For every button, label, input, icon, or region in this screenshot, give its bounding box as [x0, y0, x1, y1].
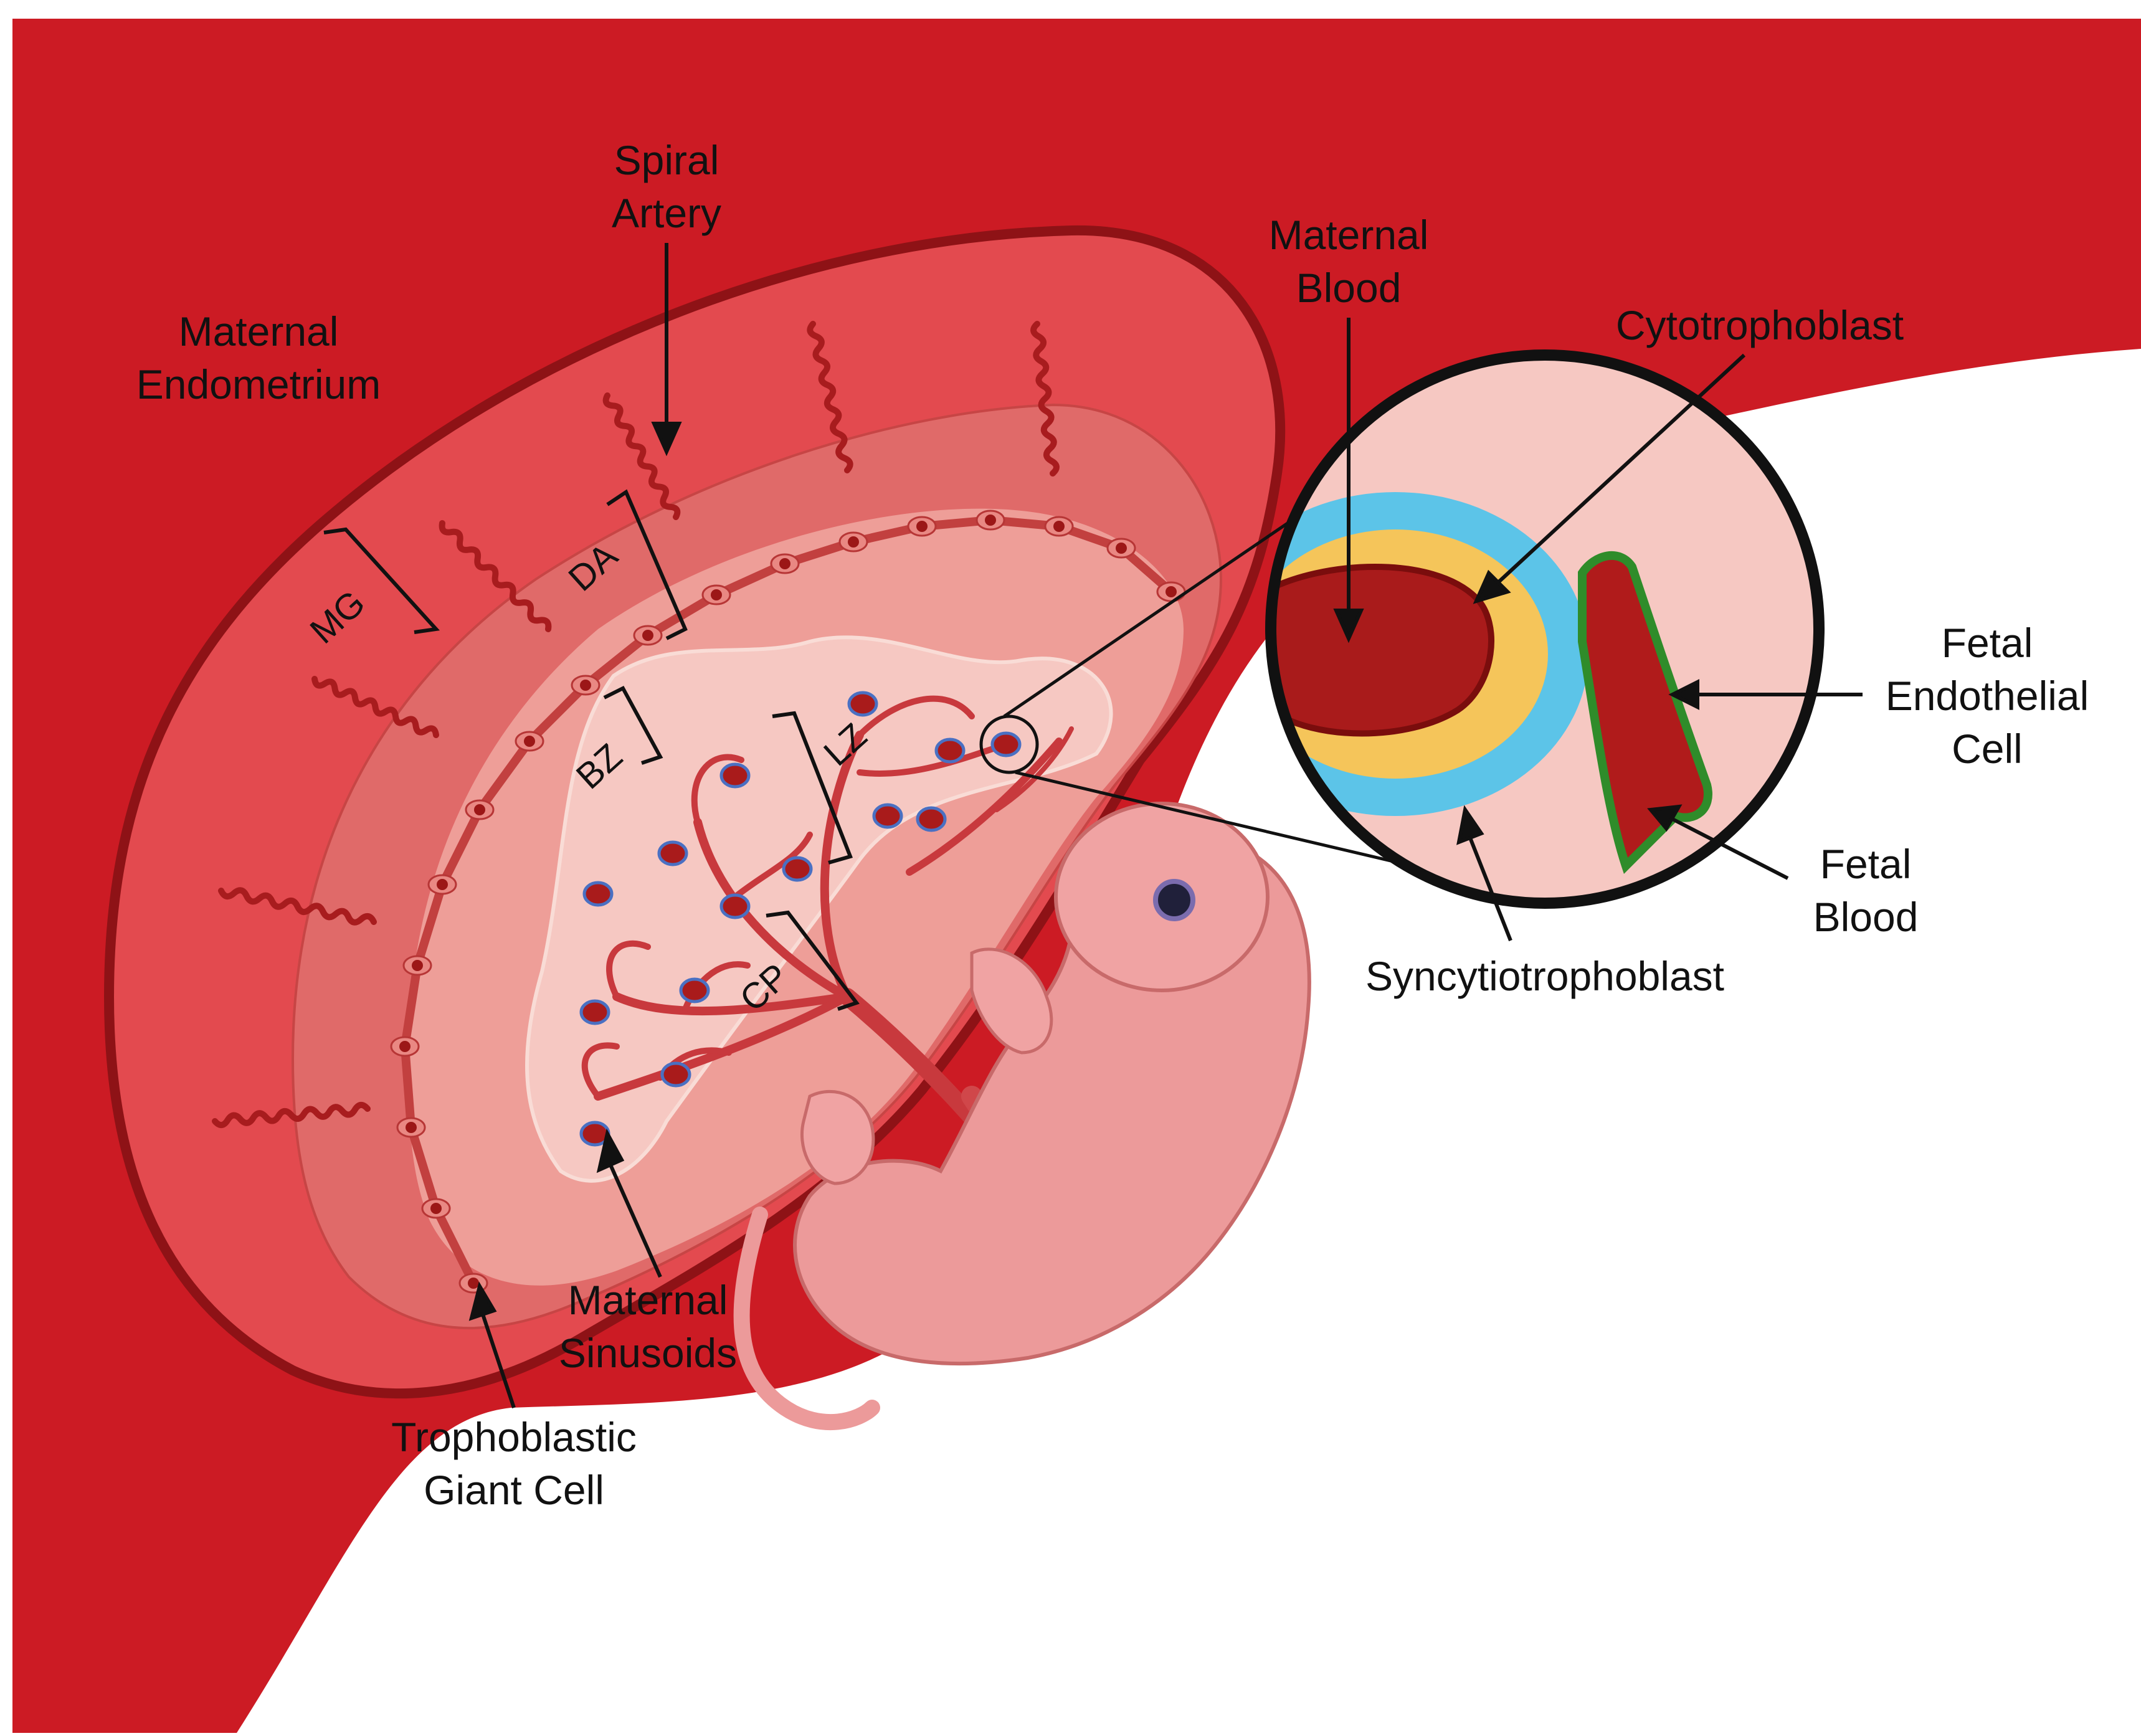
- label-maternal-endometrium-2: Endometrium: [136, 361, 381, 407]
- maternal-blood-space: [1271, 564, 1494, 737]
- giant-cell-nucleus: [437, 879, 448, 890]
- pup-eye: [1153, 879, 1195, 921]
- labyrinth-zone: [525, 635, 1113, 1183]
- fetal-pup: [733, 802, 1311, 1430]
- giant-cell-nucleus: [779, 558, 790, 569]
- maternal-sinusoid: [872, 803, 903, 829]
- maternal-sinusoid: [847, 691, 878, 717]
- spiral-artery: [311, 676, 439, 738]
- maternal-sinusoid: [579, 999, 610, 1025]
- giant-cell-nucleus: [580, 680, 591, 691]
- label-syncytiotrophoblast: Syncytiotrophoblast: [1365, 953, 1724, 999]
- maternal-sinusoid: [719, 893, 751, 919]
- giant-cell-nucleus: [524, 736, 535, 747]
- zone-brackets: [323, 489, 860, 1011]
- label-fetal-blood-2: Blood: [1813, 894, 1919, 940]
- giant-cell-nucleus: [848, 536, 859, 548]
- giant-cell-nucleus: [1053, 521, 1065, 532]
- text-labels: Spiral Artery Maternal Endometrium Mater…: [136, 137, 2089, 1513]
- giant-cell-nucleus: [916, 521, 928, 532]
- giant-cell-nucleus: [711, 589, 722, 600]
- label-maternal-sinusoids-1: Maternal: [568, 1277, 728, 1323]
- bracket-da: [606, 489, 688, 640]
- label-maternal-blood-1: Maternal: [1269, 212, 1429, 258]
- zoom-source-circle: [979, 714, 1039, 774]
- label-fetal-blood-1: Fetal: [1820, 841, 1912, 887]
- label-fetal-endothelial-2: Endothelial: [1886, 673, 2089, 719]
- label-spiral-artery-1: Spiral: [614, 137, 719, 183]
- label-maternal-blood-2: Blood: [1296, 265, 1402, 311]
- giant-cell-nucleus: [430, 1203, 442, 1214]
- giant-cell-nucleus: [468, 1278, 479, 1289]
- pup-hindlimb: [800, 1089, 875, 1185]
- label-trophoblastic-giant-cell-2: Giant Cell: [424, 1467, 604, 1513]
- fetal-capillary: [1578, 551, 1712, 874]
- giant-cell-nucleus: [1165, 586, 1177, 597]
- maternal-sinusoid: [934, 738, 966, 764]
- maternal-sinusoid: [916, 806, 947, 832]
- spiral-artery: [439, 520, 552, 632]
- spiral-artery: [602, 392, 681, 520]
- maternal-sinusoid: [782, 856, 813, 882]
- maternal-sinusoids: [579, 691, 1022, 1147]
- spiral-artery: [212, 1101, 371, 1129]
- giant-cell-nucleus: [642, 630, 653, 641]
- bracket-cp: [766, 910, 860, 1011]
- giant-cell-nucleus: [1116, 543, 1127, 554]
- giant-cell-nucleus: [474, 804, 485, 815]
- giant-cell-nucleus: [985, 515, 996, 526]
- spiral-artery: [218, 887, 377, 926]
- label-spiral-artery-2: Artery: [612, 190, 721, 236]
- pup-tail: [733, 1207, 880, 1430]
- giant-cell-nucleus: [412, 960, 423, 971]
- spiral-arteries: [212, 321, 1060, 1129]
- magnified-inset: [1265, 349, 1825, 909]
- pup-forelimb: [970, 947, 1053, 1055]
- maternal-sinusoid: [657, 840, 688, 866]
- label-trophoblastic-giant-cell-1: Trophoblastic: [391, 1414, 637, 1460]
- maternal-sinusoid: [990, 731, 1022, 757]
- maternal-sinusoid: [660, 1061, 691, 1088]
- label-maternal-sinusoids-2: Sinusoids: [559, 1330, 737, 1376]
- bracket-mg: [323, 527, 440, 634]
- spiral-artery: [807, 321, 853, 473]
- bracket-lz: [772, 711, 853, 865]
- inset-border: [1265, 349, 1825, 909]
- giant-cell-nucleus: [406, 1122, 417, 1133]
- maternal-sinusoid: [719, 762, 751, 789]
- maternal-sinusoid: [582, 881, 614, 907]
- label-maternal-endometrium-1: Maternal: [179, 308, 339, 354]
- label-fetal-endothelial-1: Fetal: [1942, 620, 2033, 666]
- label-fetal-endothelial-3: Cell: [1952, 726, 2023, 772]
- label-arrows: [468, 243, 1863, 1408]
- giant-cell-nucleus: [399, 1041, 411, 1052]
- bracket-bz: [603, 686, 663, 765]
- maternal-sinusoid: [679, 977, 710, 1003]
- label-cytotrophoblast: Cytotrophoblast: [1616, 302, 1904, 348]
- spiral-artery: [1030, 321, 1060, 477]
- trophoblast-giant-cell-chain: [390, 510, 1186, 1294]
